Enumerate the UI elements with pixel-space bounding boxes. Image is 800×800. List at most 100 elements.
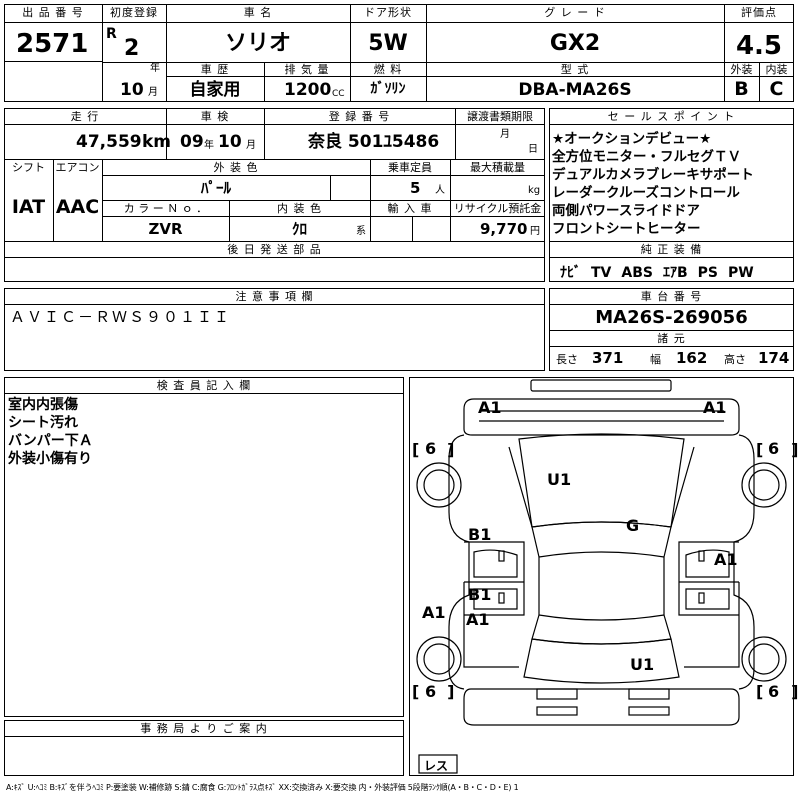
fuel: ｶﾞｿﾘﾝ	[370, 81, 406, 97]
inspector-note-line: シート汚れ	[8, 415, 78, 431]
inspector-label: 検 査 員 記 入 欄	[156, 379, 252, 392]
width-label: 幅	[650, 353, 661, 366]
sales-point-item: デュアルカメラブレーキサポート	[552, 167, 754, 183]
inspector-note-line: 室内内張傷	[8, 397, 78, 413]
mark-windshield: G	[626, 516, 640, 535]
equipment-item: ABS	[621, 265, 653, 281]
header-block	[4, 4, 794, 102]
exterior-color: ﾊﾟｰﾙ	[200, 179, 231, 197]
grade-label: グ レ ー ド	[544, 6, 606, 19]
legend: A:ｷｽﾞ U:ﾍｺﾐ B:ｷｽﾞを伴うﾍｺﾐ P:要塗装 W:補修跡 S:錆 …	[6, 783, 519, 792]
sales-points-block	[549, 108, 794, 282]
equipment-item: PS	[697, 265, 718, 281]
registration-number: 奈良 501ﾕ5486	[308, 132, 440, 152]
interior-color: ｸﾛ	[291, 220, 307, 238]
chassis-number: MA26S-269056	[595, 307, 748, 328]
equipment-item: ﾅﾋﾞ	[560, 265, 581, 281]
sales-point-item: ★オークションデビュー★	[552, 131, 712, 147]
tire-rl-mark: 6	[425, 682, 437, 701]
mark-left-quarter: A1	[422, 603, 446, 622]
history: 自家用	[189, 80, 241, 100]
exterior-label: 外装	[730, 63, 753, 76]
length-value: 371	[592, 349, 624, 367]
recycle-fee: 9,770	[480, 220, 528, 238]
person-unit: 人	[435, 185, 445, 196]
details-block	[4, 108, 545, 282]
car-diagram	[416, 379, 787, 774]
air-conditioner: AAC	[55, 196, 100, 218]
deadline-month-unit: 月	[500, 129, 510, 140]
shift-label: シフト	[12, 161, 45, 174]
office-label: 事 務 局 よ り ご 案 内	[140, 722, 268, 735]
door-type: 5W	[368, 31, 408, 56]
max-load-label: 最大積載量	[470, 161, 525, 174]
reg-year: 2	[124, 36, 140, 61]
mark-left-rear-door: B1	[468, 585, 492, 604]
chassis-block	[549, 288, 794, 371]
ac-label: エアコン	[55, 161, 100, 174]
mileage-label: 走 行	[70, 110, 100, 123]
kg-unit: kg	[528, 185, 541, 196]
mark-front-bumper-right: A1	[703, 398, 727, 417]
inspector-block	[4, 377, 404, 717]
mark-back-door: U1	[630, 655, 655, 674]
height-value: 174	[758, 349, 790, 367]
office-block	[4, 720, 404, 776]
tire-bracket-rear-right: [ ]	[756, 682, 799, 701]
year-unit: 年	[150, 63, 160, 74]
month-unit: 月	[148, 87, 158, 98]
color-no: ZVR	[148, 220, 183, 238]
sales-point-item: レーダークルーズコントロール	[552, 185, 740, 201]
cc-unit: CC	[332, 89, 345, 99]
mark-hood: U1	[547, 470, 572, 489]
registration-label: 登 録 番 号	[328, 110, 391, 123]
color-no-label: カ ラ ー Ｎ ｏ ．	[123, 202, 208, 215]
era: R	[106, 26, 117, 42]
notes-block	[4, 288, 545, 371]
equipment-item: TV	[591, 265, 612, 281]
km-unit: km	[142, 132, 172, 152]
model-label: 型 式	[560, 63, 590, 76]
score: 4.5	[735, 31, 783, 61]
notes-text: ＡＶＩＣ－ＲＷＳ９０１ＩＩ	[10, 308, 232, 326]
lot-no: 2571	[16, 29, 89, 59]
equipment-item: PW	[728, 265, 754, 281]
equipment-label: 純 正 装 備	[640, 243, 703, 256]
inspection-year: 09	[180, 132, 204, 152]
inspection-label: 車 検	[200, 110, 230, 123]
shift: IAT	[11, 196, 46, 218]
mark-left-rear-door-2: A1	[466, 610, 490, 629]
yen-unit: 円	[530, 226, 540, 237]
mark-right-door: A1	[714, 550, 738, 569]
tire-bracket-front-right: [ ]	[756, 440, 799, 459]
width-value: 162	[676, 349, 708, 367]
inspection-month: 10	[218, 132, 242, 152]
tire-fl-mark: 6	[425, 439, 437, 458]
notes-label: 注 意 事 項 欄	[235, 290, 314, 303]
later-parts-label: 後 日 発 送 部 品	[227, 243, 322, 256]
car-name: ソリオ	[224, 31, 291, 56]
inspection-month-unit: 月	[246, 140, 256, 151]
history-label: 車 歴	[200, 63, 230, 76]
mileage: 47,559	[76, 132, 142, 152]
fuel-label: 燃 料	[373, 63, 403, 76]
first-reg-label: 初度登録	[110, 6, 158, 19]
inspector-note-line: バンパー下Ａ	[8, 433, 93, 449]
mark-front-bumper-left: A1	[478, 398, 502, 417]
capacity: 5	[410, 179, 421, 197]
sales-point-item: 両側パワースライドドア	[552, 203, 700, 219]
spare-tire-label: レス	[424, 759, 449, 773]
mark-left-front-door: B1	[468, 525, 492, 544]
sales-point-item: フロントシートヒーター	[552, 221, 701, 237]
tire-rr-mark: 6	[768, 682, 780, 701]
equipment-item: ｴｱB	[662, 265, 688, 281]
inspector-note-line: 外装小傷有り	[8, 451, 92, 467]
length-label: 長さ	[556, 353, 578, 366]
lot-no-label: 出 品 番 号	[22, 6, 84, 19]
deadline-day-unit: 日	[528, 144, 538, 155]
import-label: 輸 入 車	[387, 202, 433, 215]
car-name-label: 車 名	[243, 6, 273, 19]
sales-point-item: 全方位モニター・フルセグＴＶ	[552, 149, 741, 165]
recycle-label: リサイクル預託金	[453, 202, 542, 215]
inspector-notes: 室内内張傷シート汚れバンパー下Ａ 外装小傷有り	[8, 396, 93, 468]
